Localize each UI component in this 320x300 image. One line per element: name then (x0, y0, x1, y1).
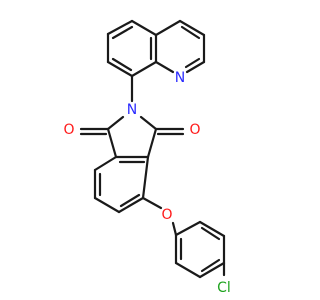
bond (106, 127, 118, 159)
bond (174, 261, 202, 279)
bond (185, 60, 206, 74)
bond (180, 25, 201, 40)
atom-label-ether-o: O (161, 207, 172, 223)
molecule-structure: N N O O O Cl (63, 19, 231, 296)
bond (139, 115, 158, 131)
atom-label-carbonyl-o-left: O (63, 122, 74, 138)
bond (106, 115, 125, 131)
bond (146, 127, 158, 159)
bond (119, 193, 141, 208)
bond (200, 226, 221, 241)
structure-canvas: N N O O O Cl (63, 19, 231, 296)
bond (93, 155, 118, 172)
bond (117, 196, 145, 214)
atom-labels: N N O O O Cl (63, 70, 230, 296)
atom-label-chlorine: Cl (217, 280, 231, 296)
bond (178, 19, 206, 37)
bond (130, 60, 158, 78)
bond (111, 25, 134, 40)
bond (154, 19, 182, 37)
bond (141, 196, 163, 210)
bond (93, 196, 121, 214)
bonds (79, 19, 226, 279)
bond (141, 155, 150, 200)
atom-label-quinoline-n: N (175, 70, 185, 86)
bond (106, 60, 134, 78)
bond (198, 220, 226, 238)
atom-label-carbonyl-o-right: O (189, 122, 200, 138)
bond (111, 57, 133, 72)
atom-label-imide-n: N (127, 102, 137, 118)
bond (171, 221, 178, 237)
bond (154, 60, 175, 74)
bond (106, 19, 134, 36)
bond (198, 261, 226, 279)
bond (130, 19, 158, 37)
bond (184, 57, 201, 69)
bond (200, 258, 221, 273)
bond (174, 220, 202, 237)
